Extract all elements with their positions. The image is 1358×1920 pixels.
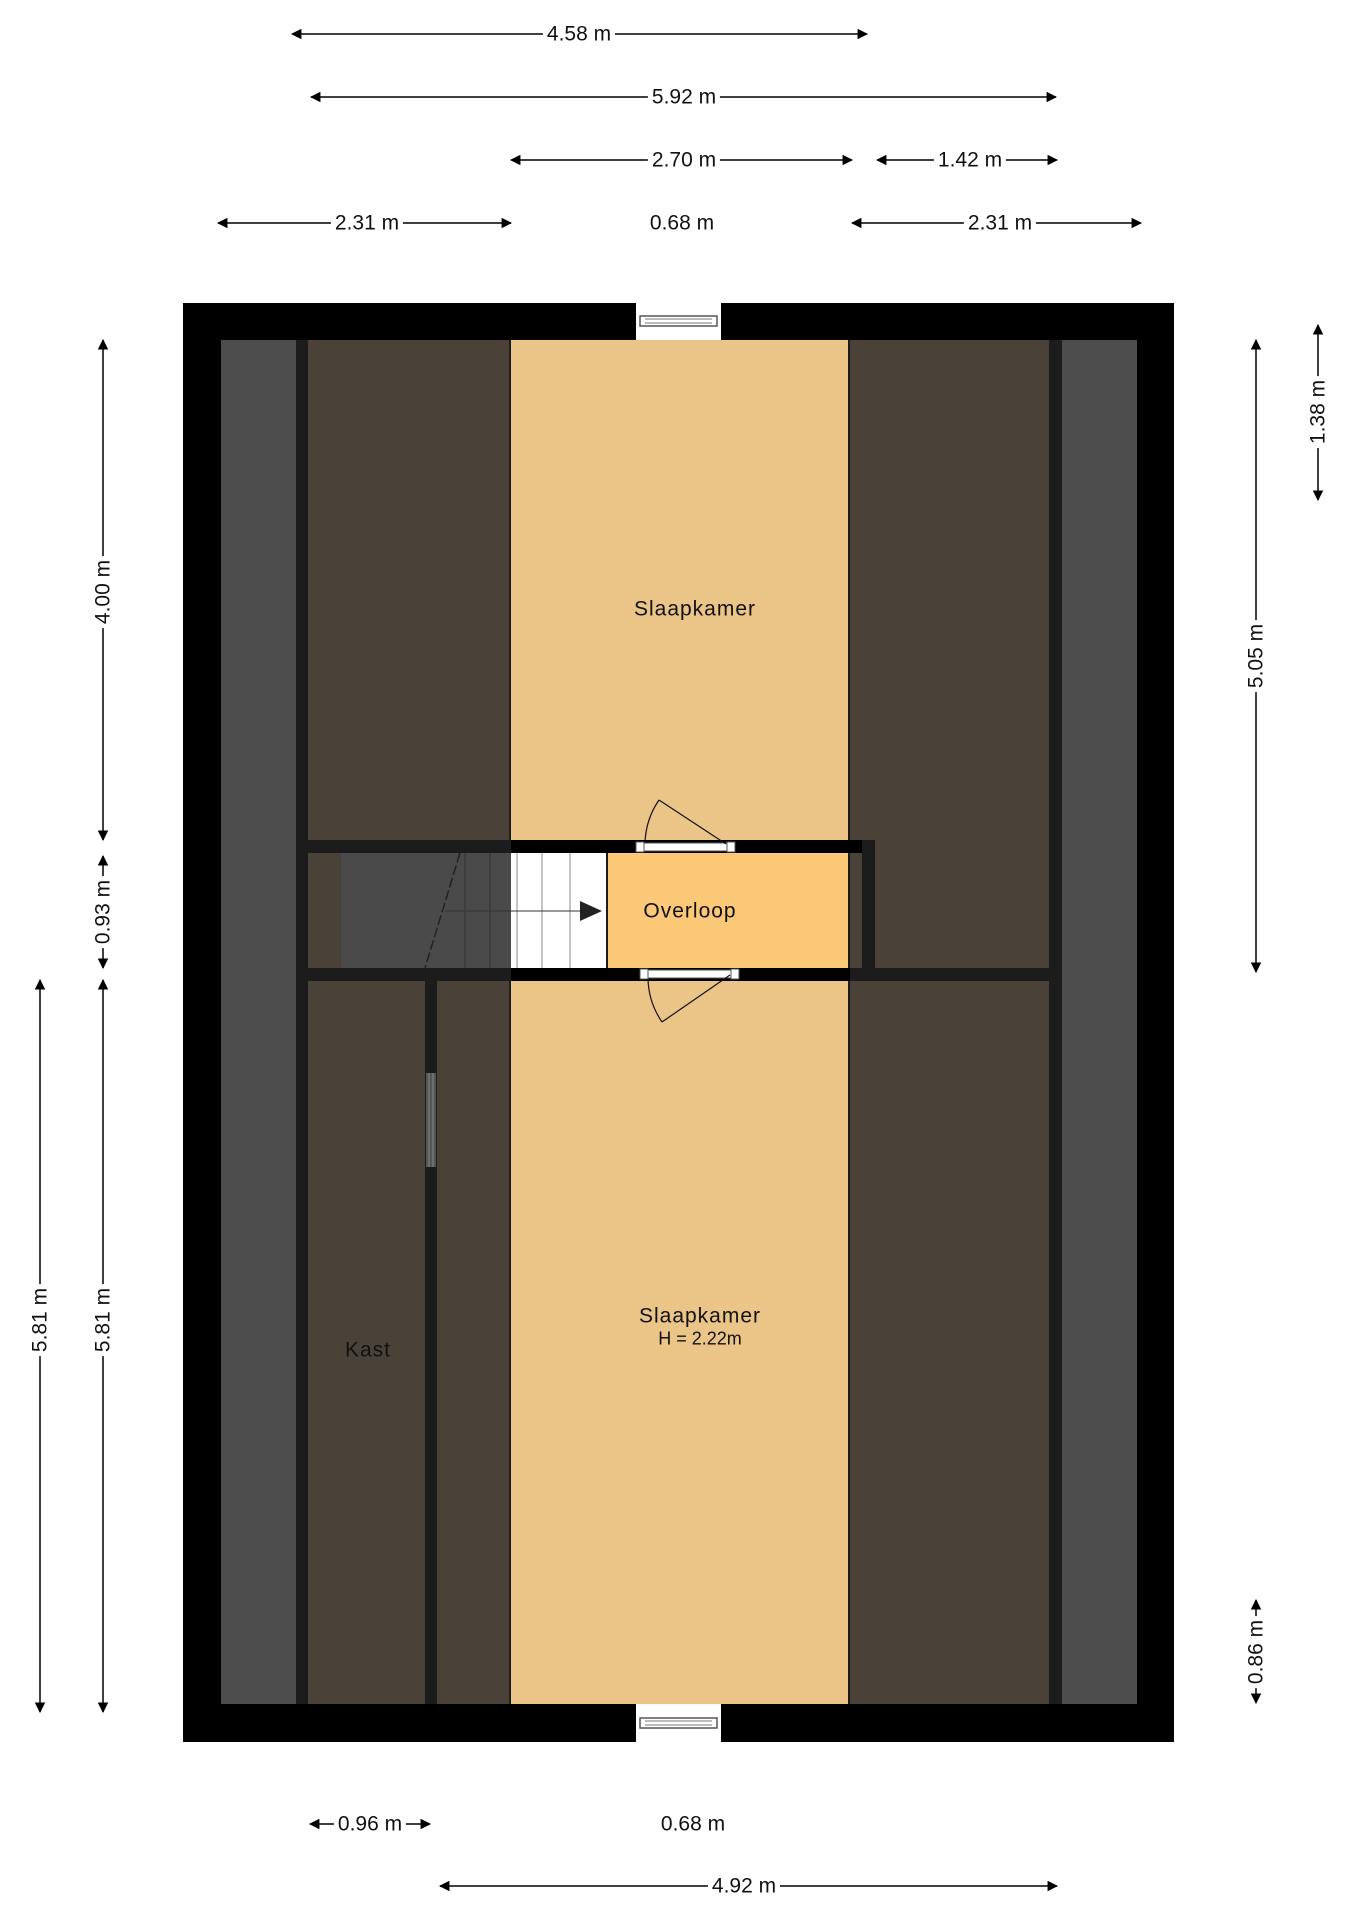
low-ceiling-right-landing bbox=[850, 853, 862, 968]
dim-label-2-31-right: 2.31 m bbox=[963, 212, 1037, 234]
dim-label-4-58: 4.58 m bbox=[542, 23, 616, 45]
room-name: Slaapkamer bbox=[638, 1304, 762, 1328]
bedroom-top bbox=[511, 340, 848, 840]
dim-label-5-81-inner: 5.81 m bbox=[92, 1283, 115, 1357]
landing-wall-top bbox=[296, 840, 512, 853]
landing-wall-bottom bbox=[296, 968, 512, 981]
room-name: Overloop bbox=[643, 899, 737, 923]
dim-label-5-92: 5.92 m bbox=[647, 86, 721, 108]
dim-label-1-42: 1.42 m bbox=[933, 149, 1007, 171]
stair-storage bbox=[308, 853, 341, 968]
room-label-slaapkamer-bottom: Slaapkamer H = 2.22m bbox=[639, 1304, 761, 1351]
stair-direction-arrow-icon bbox=[580, 901, 602, 921]
dim-label-0-68-bottom: 0.68 m bbox=[660, 1812, 726, 1836]
dim-label-5-81-outer: 5.81 m bbox=[29, 1283, 52, 1357]
dim-label-0-68-top: 0.68 m bbox=[649, 211, 715, 235]
low-ceiling-top-left bbox=[308, 340, 509, 840]
dim-label-5-05: 5.05 m bbox=[1245, 619, 1268, 693]
room-name: Kast bbox=[344, 1338, 392, 1362]
door-bottom-bedroom bbox=[639, 968, 740, 1023]
landing-overloop bbox=[608, 853, 848, 968]
bedroom-bottom bbox=[511, 981, 848, 1704]
dim-label-4-00: 4.00 m bbox=[92, 555, 115, 629]
kast-door bbox=[426, 1073, 436, 1167]
dim-label-4-92: 4.92 m bbox=[707, 1875, 781, 1897]
dim-label-1-38: 1.38 m bbox=[1307, 375, 1330, 449]
low-ceiling-bottom-left bbox=[437, 981, 509, 1704]
dim-label-0-86: 0.86 m bbox=[1245, 1615, 1268, 1689]
room-label-kast: Kast bbox=[345, 1337, 391, 1362]
kast-area bbox=[308, 981, 425, 1704]
slope-zone-right bbox=[1062, 340, 1137, 1704]
slope-zone-left bbox=[221, 340, 296, 1704]
low-ceiling-right-middle bbox=[875, 840, 1049, 968]
room-label-overloop: Overloop bbox=[643, 898, 736, 923]
room-name: Slaapkamer bbox=[633, 597, 757, 621]
low-ceiling-bottom-right bbox=[850, 981, 1049, 1704]
door-top-bedroom bbox=[635, 799, 736, 853]
window-bottom bbox=[636, 1704, 721, 1742]
window-top bbox=[636, 303, 721, 340]
dim-label-2-31-left: 2.31 m bbox=[330, 212, 404, 234]
dim-label-0-96: 0.96 m bbox=[333, 1813, 407, 1835]
room-height: H = 2.22m bbox=[658, 1328, 742, 1349]
low-ceiling-top-right bbox=[850, 340, 1049, 840]
landing-wall-right bbox=[862, 840, 875, 981]
dim-label-2-70: 2.70 m bbox=[647, 149, 721, 171]
dim-label-0-93: 0.93 m bbox=[92, 875, 115, 949]
room-label-slaapkamer-top: Slaapkamer bbox=[634, 596, 756, 621]
